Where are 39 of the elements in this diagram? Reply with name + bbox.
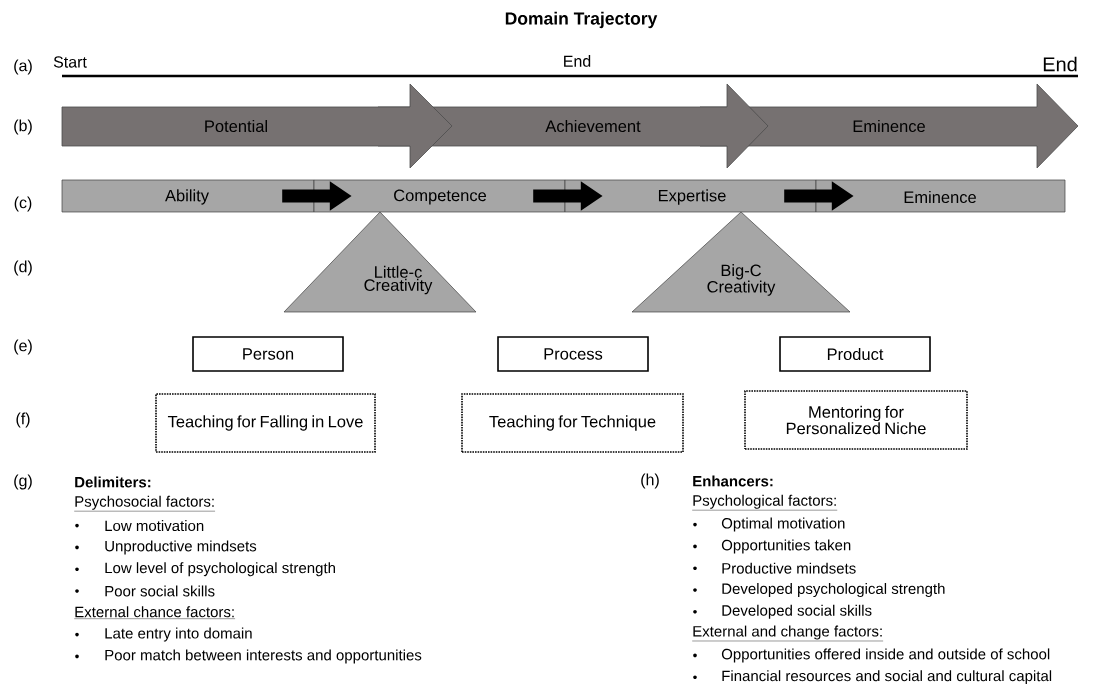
list-item: Unproductive mindsets: [105, 540, 257, 555]
timeline-label: End: [564, 55, 591, 67]
list-subheading: External and change factors:: [692, 625, 884, 642]
list-item: Productive mindsets: [722, 562, 856, 574]
list-subheading: Psychosocial factors:: [74, 495, 216, 512]
list-item: Late entry into domain: [105, 627, 252, 642]
stage-segment: Ability: [61, 179, 315, 213]
row-letter: (c): [14, 196, 32, 212]
title: Domain Trajectory: [505, 11, 658, 29]
list-item: Developed psychological strength: [722, 583, 945, 597]
list-item: Low motivation: [105, 520, 204, 532]
label-box: Process: [497, 336, 649, 372]
row-letter: (g): [14, 474, 32, 490]
list-item: Poor match between interests and opportunities: [105, 649, 422, 664]
label-box: Person: [192, 336, 344, 372]
list-heading: Delimiters:: [75, 476, 151, 488]
list-subheading: Psychological factors:: [692, 494, 838, 511]
row-letter: (a): [14, 59, 32, 75]
stage-banner: Potential: [61, 83, 453, 169]
list-item: Financial resources and social and cultural capital: [722, 670, 1052, 684]
row-letter: (e): [14, 339, 32, 355]
timeline-label: Start: [53, 56, 87, 68]
label-box: Product: [779, 336, 931, 372]
list-heading: Enhancers:: [693, 475, 773, 487]
dotted-box: Teaching for Falling in Love: [155, 393, 376, 453]
list-item: Opportunities offered inside and outside of school: [721, 648, 1050, 663]
list-item: Low level of psychological strength: [105, 562, 335, 577]
row-letter: (d): [14, 260, 32, 276]
dotted-box: Mentoring for Personalized Niche: [744, 390, 968, 450]
list-subheading: External chance factors:: [74, 606, 236, 619]
list-item: Opportunities taken: [721, 539, 851, 554]
row-letter: (h): [641, 473, 659, 489]
row-letter: (b): [14, 119, 32, 135]
list-item: Developed social skills: [722, 604, 872, 619]
stage-segment: Eminence: [815, 179, 1066, 213]
list-item: Poor social skills: [105, 585, 215, 597]
list-item: Optimal motivation: [721, 517, 845, 532]
dotted-box: Teaching for Technique: [461, 393, 684, 453]
row-letter: (f): [16, 412, 30, 428]
